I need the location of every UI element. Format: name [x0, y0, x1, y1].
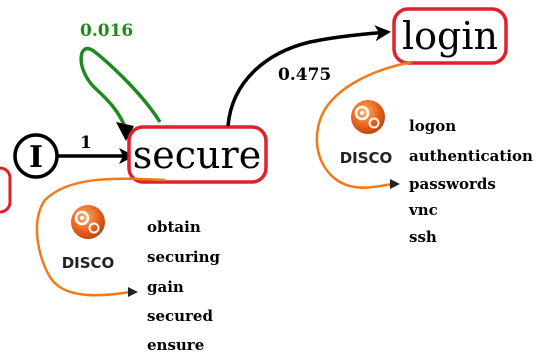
edge-secure-to-login: 0.475 — [226, 25, 391, 127]
node-login-label: login — [402, 14, 498, 58]
related-word: securing — [147, 248, 221, 266]
disco-brand-label: DISCO — [340, 149, 393, 167]
edge-initial-to-secure-label: 1 — [80, 133, 92, 153]
related-word: ensure — [147, 336, 204, 354]
disco-brand-label: DISCO — [62, 254, 115, 272]
related-word: ssh — [409, 228, 437, 246]
edge-initial-to-secure: 1 — [58, 133, 135, 164]
related-word: vnc — [408, 201, 438, 219]
disco-panel-secure: DISCO obtain securing gain secured ensur… — [35, 177, 221, 354]
related-word: authentication — [409, 147, 533, 165]
node-secure-label: secure — [133, 133, 261, 177]
edge-secure-self-loop: 0.016 — [79, 21, 162, 141]
related-word: gain — [147, 278, 184, 296]
node-login: login — [392, 7, 508, 65]
offscreen-node — [0, 166, 12, 214]
related-word: obtain — [147, 218, 201, 236]
node-secure: secure — [127, 125, 268, 184]
related-word: secured — [147, 307, 213, 325]
related-word: logon — [409, 117, 456, 135]
initial-state: I — [13, 133, 59, 179]
related-word: passwords — [409, 175, 496, 193]
disco-gear-icon — [351, 100, 385, 134]
edge-secure-self-loop-label: 0.016 — [80, 21, 133, 41]
disco-panel-login: DISCO logon authentication passwords vnc… — [315, 60, 533, 246]
disco-gear-icon — [71, 205, 105, 239]
edge-secure-to-login-label: 0.475 — [278, 65, 331, 85]
initial-state-label: I — [29, 140, 43, 175]
